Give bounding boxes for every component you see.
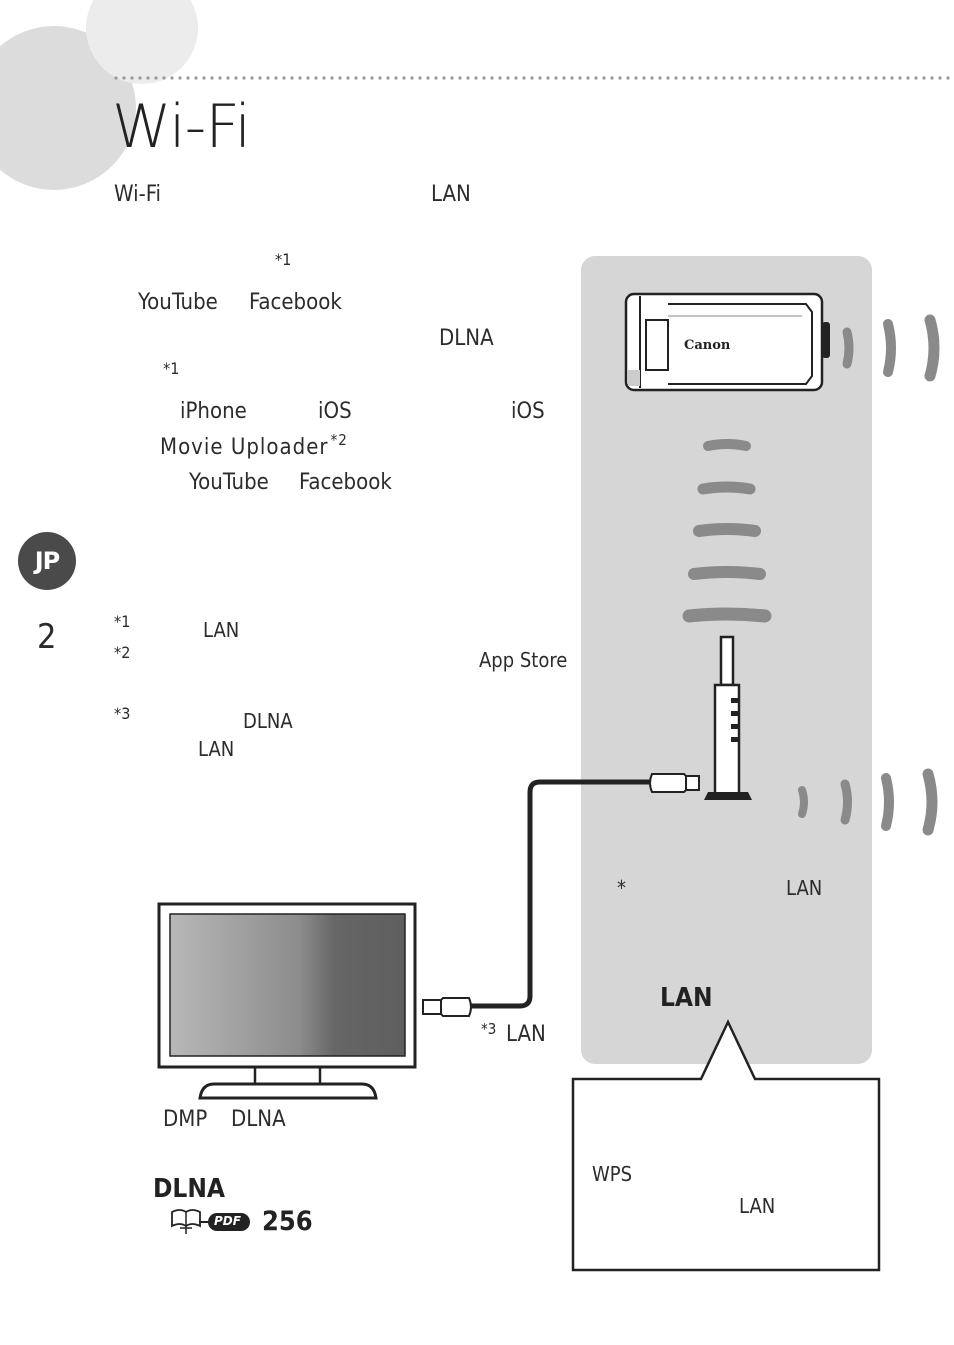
footnote2-mark: *2	[114, 643, 131, 662]
feature1-youtube: YouTube	[138, 290, 218, 315]
feature2-footnote-ref: *1	[163, 359, 180, 378]
intro-wifi: Wi-Fi	[114, 182, 162, 207]
tv-illustration	[157, 902, 417, 1100]
language-badge: JP	[18, 532, 76, 590]
lan-heading: LAN	[660, 983, 713, 1013]
cable-label: LAN	[506, 1022, 546, 1047]
feature3-iphone: iPhone	[180, 399, 247, 424]
page-title: Wi-Fi	[112, 92, 251, 162]
callout-box	[571, 1019, 881, 1272]
camera-wifi-waves	[842, 314, 940, 382]
footnote1-mark: *1	[114, 612, 131, 631]
footnote3-lan: LAN	[198, 737, 235, 761]
router-note-star: *	[617, 876, 626, 900]
feature3-youtube: YouTube	[189, 470, 269, 495]
footnote3-mark: *3	[114, 704, 131, 723]
feature1-footnote-ref: *1	[275, 250, 292, 269]
page-number: 2	[37, 617, 57, 657]
pdf-label: PDF	[214, 1214, 241, 1228]
manual-reference-icon	[171, 1209, 250, 1234]
tv-caption-dmp: DMP	[163, 1107, 208, 1132]
dotted-rule	[112, 76, 954, 80]
feature3-app-name: Movie Uploader*2	[160, 431, 348, 460]
router-note-lan: LAN	[786, 876, 823, 900]
camera-brand-logo: Canon	[684, 338, 731, 353]
feature3-ios: iOS	[318, 399, 352, 424]
feature1-facebook: Facebook	[249, 290, 342, 315]
footnote3-dlna: DLNA	[243, 709, 293, 733]
feature3-facebook: Facebook	[299, 470, 392, 495]
feature3-footnote-ref: *2	[330, 431, 348, 449]
callout-lan: LAN	[739, 1194, 776, 1218]
router-illustration	[704, 635, 752, 800]
intro-lan: LAN	[431, 182, 471, 207]
feature2-dlna: DLNA	[439, 326, 494, 351]
router-wifi-waves	[798, 768, 938, 836]
footnote1-lan: LAN	[203, 618, 240, 642]
wireless-link-waves	[682, 439, 772, 623]
reference-page-number: 256	[262, 1206, 313, 1237]
callout-wps: WPS	[592, 1162, 633, 1186]
dlna-heading: DLNA	[153, 1174, 226, 1204]
cable-footnote-ref: *3	[481, 1020, 497, 1038]
lan-cable	[422, 773, 700, 1017]
feature3-ios-second: iOS	[511, 399, 545, 424]
tv-caption-dlna: DLNA	[231, 1107, 286, 1132]
camcorder-illustration	[624, 292, 830, 392]
footnote2-app-store: App Store	[479, 648, 568, 672]
